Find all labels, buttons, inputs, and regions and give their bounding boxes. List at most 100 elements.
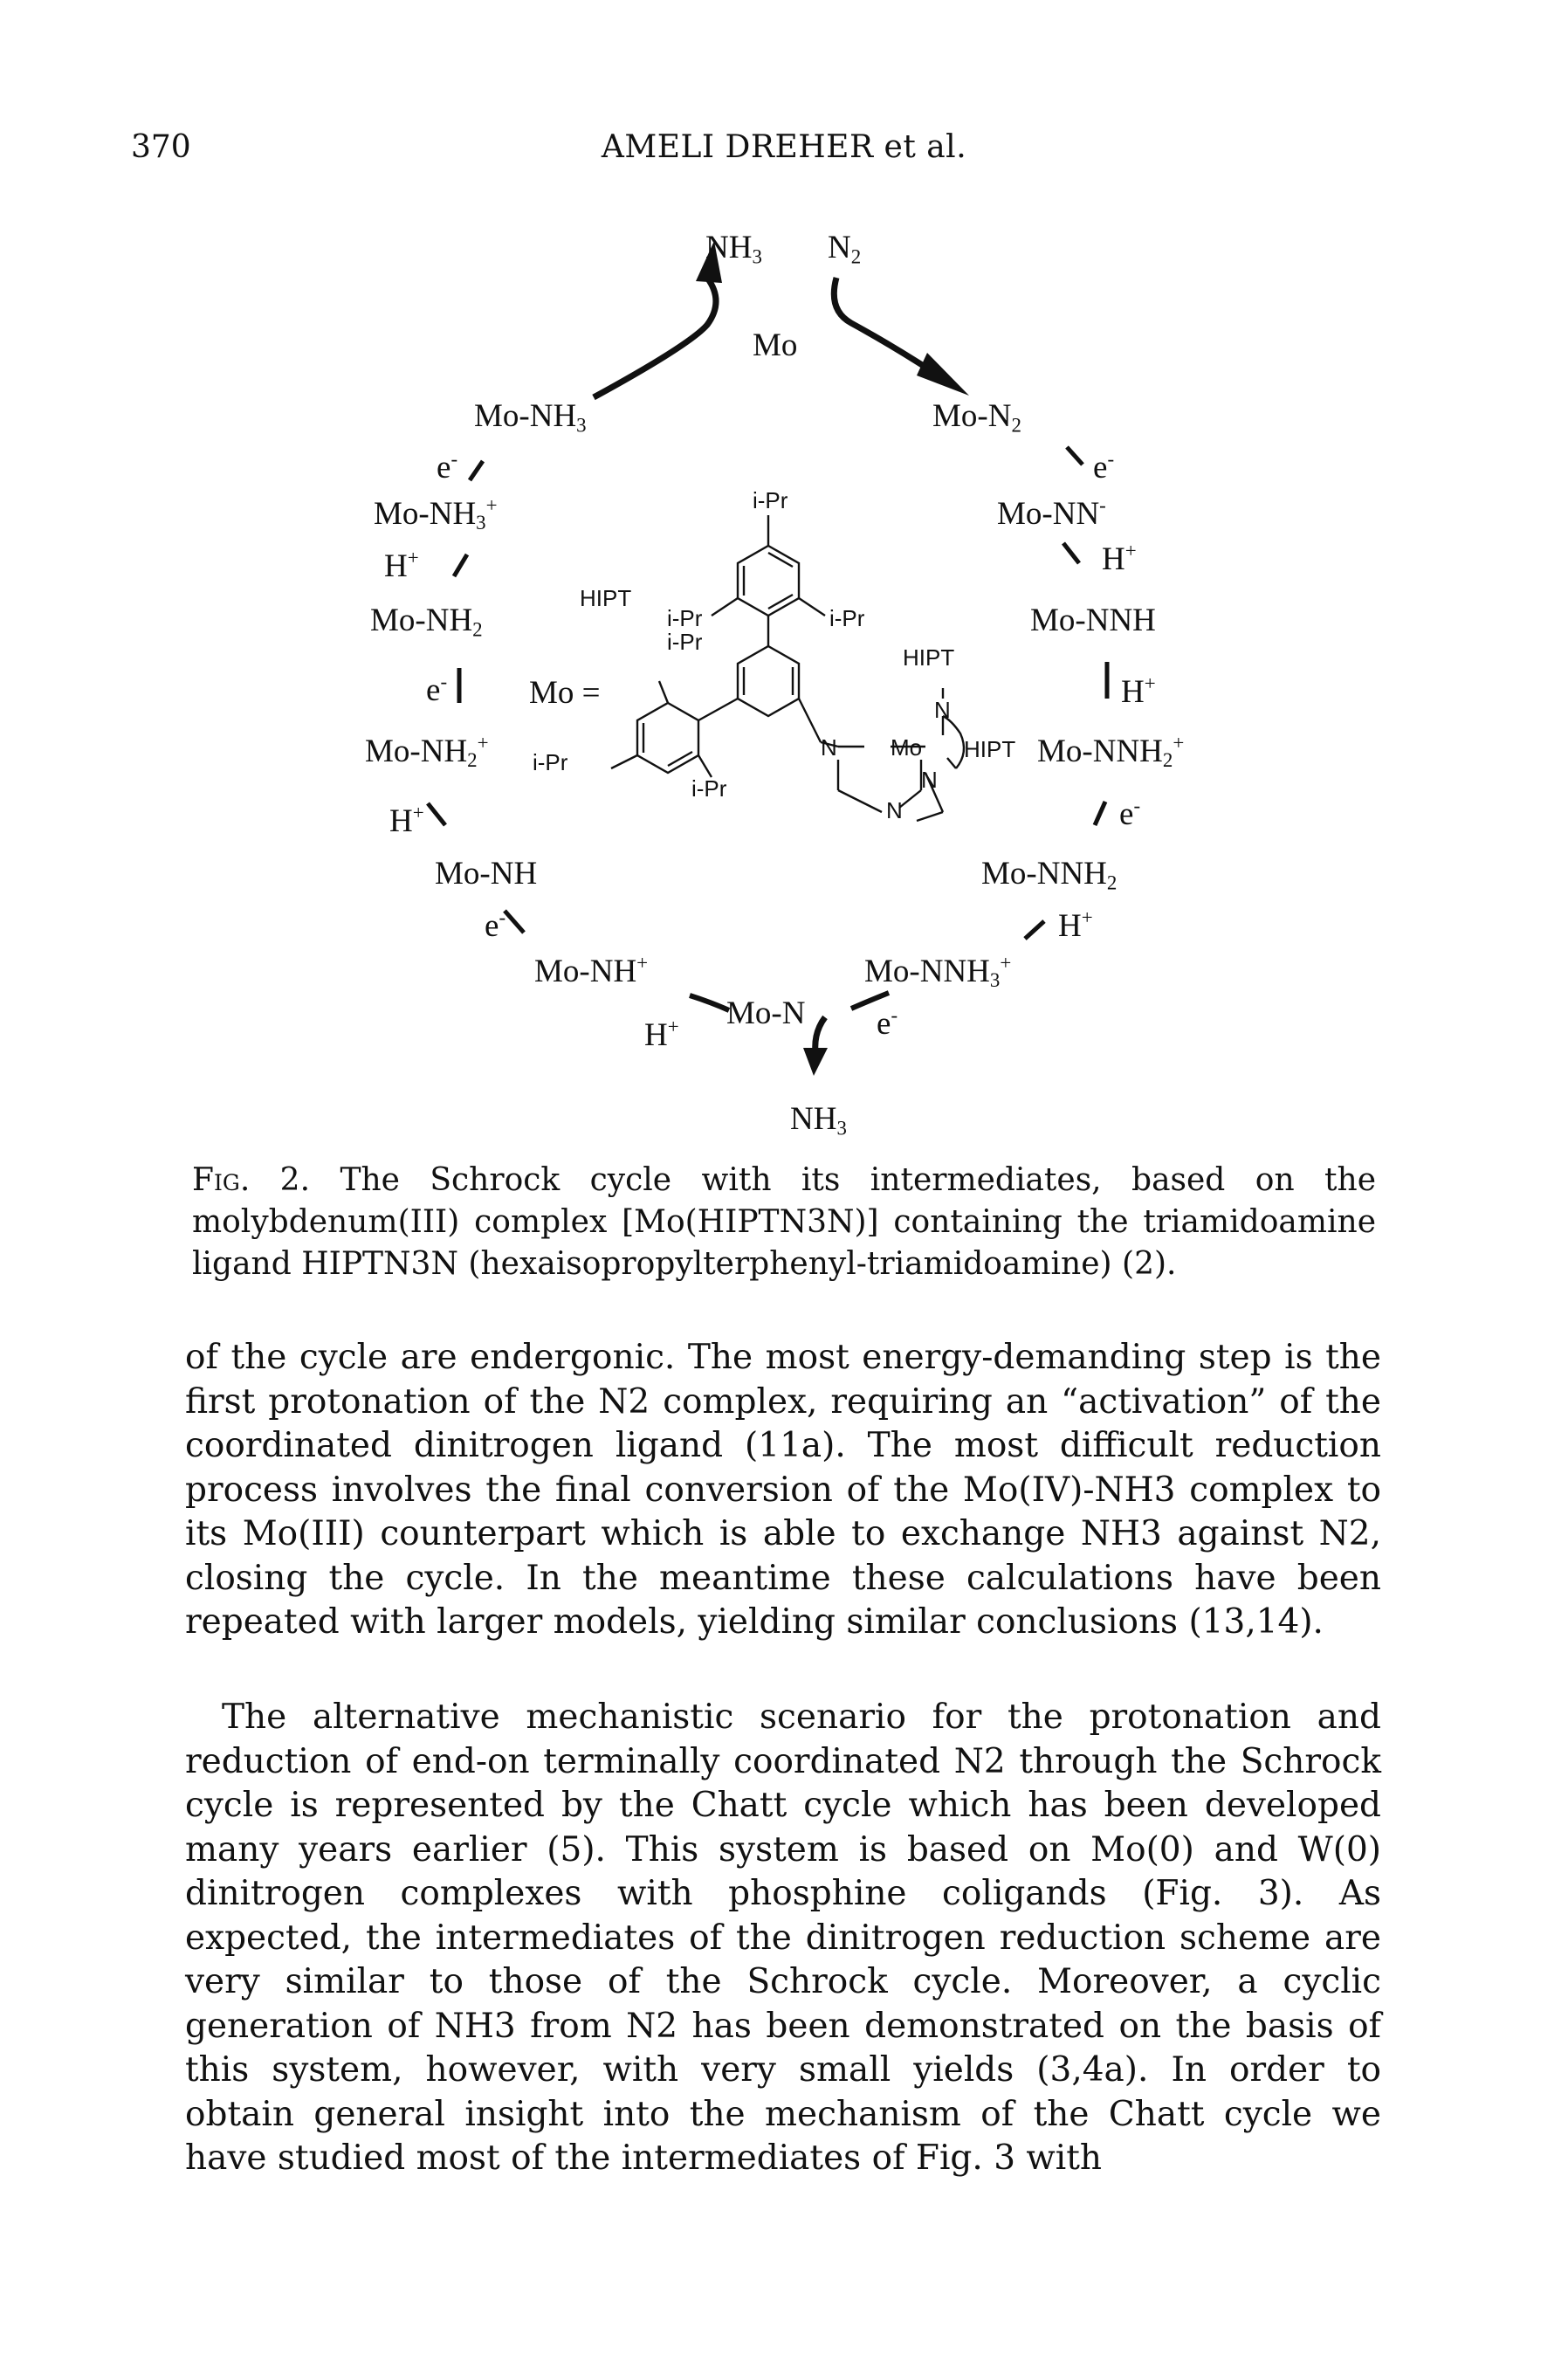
intermediate-mo-nnh2-plus: Mo-NNH2+ xyxy=(1037,733,1184,771)
h-5-sup: + xyxy=(1144,672,1156,694)
e-6-sup: - xyxy=(891,1004,898,1026)
hiptn3n-structure xyxy=(610,515,966,823)
top-n2-sub: 2 xyxy=(850,245,862,268)
reagent-e-6: e- xyxy=(877,1004,898,1040)
n-label-left: N xyxy=(821,734,837,761)
n-label-bottom: N xyxy=(886,797,903,823)
page-number: 370 xyxy=(131,129,191,165)
center-mo-label: Mo xyxy=(753,327,798,363)
reagent-e-4: e- xyxy=(1093,448,1115,485)
left-step-1 xyxy=(467,459,485,482)
n-label-top: N xyxy=(934,697,951,723)
arrowhead-bottom-nh3 xyxy=(803,1048,828,1076)
mo-nh3-sub: 3 xyxy=(576,414,587,437)
top-nh3-text: NH xyxy=(705,230,753,265)
right-step-1 xyxy=(1065,445,1084,466)
ipr-label-top-right: i-Pr xyxy=(829,605,865,631)
mo-nh-plus-text: Mo-NH xyxy=(534,953,637,989)
e-1-text: e xyxy=(437,449,451,485)
caption-label: Fig. 2. xyxy=(192,1162,311,1198)
ipr-label-bottom: i-Pr xyxy=(691,775,727,802)
reagent-e-5: e- xyxy=(1119,795,1141,832)
right-step-2 xyxy=(1062,541,1081,565)
e-4-sup: - xyxy=(1107,448,1115,470)
mo-nnh2-sub: 2 xyxy=(1106,871,1118,894)
mo-nnh-text: Mo-NNH xyxy=(1030,603,1156,638)
ring-top xyxy=(736,544,801,617)
left-step-2 xyxy=(451,553,470,578)
intermediate-mo-nh: Mo-NH xyxy=(435,857,537,890)
h-6-text: H xyxy=(1058,907,1082,944)
hipt-label-top: HIPT xyxy=(903,644,955,671)
running-head: AMELI DREHER et al. xyxy=(601,129,967,165)
arrowhead-nh3 xyxy=(696,241,722,283)
arrow-left-bottom xyxy=(689,993,731,1013)
e-4-text: e xyxy=(1093,449,1108,485)
mo-nh3-plus-sup: + xyxy=(485,494,498,516)
intermediate-mo-nnh3-plus: Mo-NNH3+ xyxy=(864,952,1012,991)
mo-nh-plus-sup: + xyxy=(636,952,649,974)
left-step-4 xyxy=(426,802,447,827)
mo-equals-label: Mo = xyxy=(529,675,601,711)
mo-nh2-sub: 2 xyxy=(472,618,483,641)
ipr-label-left: i-Pr xyxy=(533,749,568,775)
h-2-text: H xyxy=(389,802,413,839)
mo-nh-text: Mo-NH xyxy=(435,856,538,892)
mo-nh3-plus-text: Mo-NH xyxy=(374,495,477,532)
mo-n2-text: Mo-N xyxy=(932,398,1012,434)
mo-nh2-plus-sup: + xyxy=(477,732,489,754)
reagent-h-2: H+ xyxy=(389,802,424,839)
figure-caption: Fig. 2. The Schrock cycle with its inter… xyxy=(192,1160,1376,1285)
caption-text: The Schrock cycle with its intermediates… xyxy=(192,1162,1376,1282)
mo-nnh2-plus-text: Mo-NNH xyxy=(1037,733,1163,769)
right-step-5 xyxy=(1023,919,1046,940)
mo-nh2-text: Mo-NH xyxy=(370,603,473,638)
intermediate-mo-nh2-plus: Mo-NH2+ xyxy=(365,733,489,771)
mo-nh3-plus-sub: 3 xyxy=(476,512,486,534)
e-5-sup: - xyxy=(1133,795,1141,816)
h-6-sup: + xyxy=(1081,906,1093,928)
h-4-text: H xyxy=(1102,541,1125,577)
figure-arrows-and-structure xyxy=(426,241,1110,1076)
intermediate-mo-nn-minus: Mo-NN- xyxy=(997,494,1106,530)
reagent-e-2: e- xyxy=(426,671,448,708)
e-2-text: e xyxy=(426,671,441,708)
e-2-sup: - xyxy=(440,671,448,692)
arrow-release-nh3 xyxy=(592,275,719,401)
hipt-label-left: HIPT xyxy=(580,585,632,611)
h-5-text: H xyxy=(1121,673,1145,710)
mo-nnh3-plus-sup: + xyxy=(1000,952,1012,974)
reagent-e-1: e- xyxy=(437,449,457,485)
mo-nnh2-plus-sup: + xyxy=(1173,732,1185,754)
mo-n2-sub: 2 xyxy=(1011,414,1021,437)
arrowhead-n2 xyxy=(917,353,969,396)
e-5-text: e xyxy=(1119,795,1134,832)
h-2-sup: + xyxy=(412,802,424,823)
ring-center xyxy=(736,644,801,718)
h-3-sup: + xyxy=(667,1016,679,1037)
h-1-text: H xyxy=(384,547,408,584)
intermediate-mo-nnh2: Mo-NNH2 xyxy=(981,857,1117,893)
top-n2-label: N2 xyxy=(828,231,861,267)
bottom-nh3-text: NH xyxy=(790,1101,837,1137)
ipr-label-mid-left: i-Pr xyxy=(667,629,703,655)
ipr-label-top-left: i-Pr xyxy=(667,605,703,631)
reagent-h-5: H+ xyxy=(1121,672,1156,710)
ring-left xyxy=(636,701,700,775)
mo-nnh3-plus-text: Mo-NNH xyxy=(864,953,990,989)
intermediate-mo-nh3-plus: Mo-NH3+ xyxy=(374,494,498,534)
mo-nn-minus-sup: - xyxy=(1099,494,1106,516)
bottom-nh3-label: NH3 xyxy=(790,1103,847,1139)
mo-nnh2-plus-sub: 2 xyxy=(1162,749,1173,772)
h-1-sup: + xyxy=(407,547,419,568)
intermediate-mo-nh2: Mo-NH2 xyxy=(370,604,483,640)
reagent-h-3: H+ xyxy=(644,1016,679,1051)
mo-label-structure: Mo xyxy=(891,734,923,761)
intermediate-mo-nh3: Mo-NH3 xyxy=(474,400,587,436)
arrow-right-bottom xyxy=(849,990,891,1011)
n-label-right: N xyxy=(921,767,938,793)
ipr-label-top: i-Pr xyxy=(753,487,788,513)
reagent-h-6: H+ xyxy=(1058,906,1093,944)
left-step-5 xyxy=(503,909,526,934)
reagent-e-3: e- xyxy=(485,907,505,942)
